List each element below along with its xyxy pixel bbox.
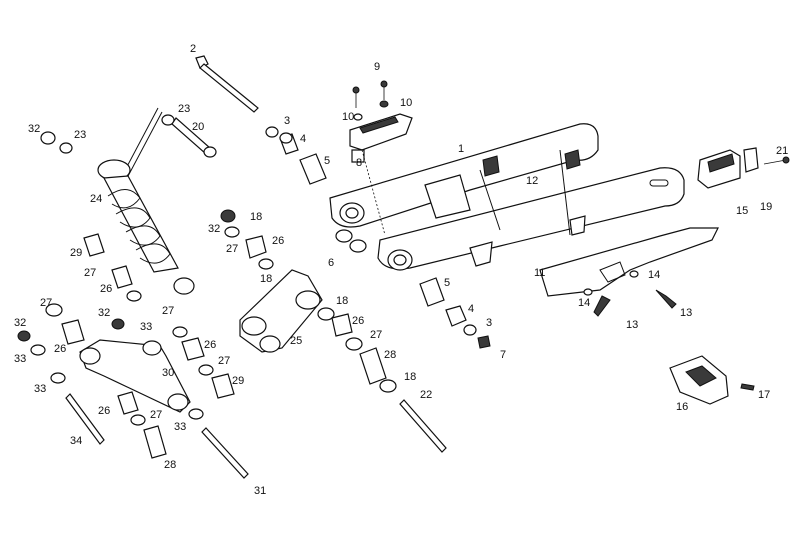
callout-10: 10: [400, 97, 412, 109]
chain-guide-block: [349, 80, 413, 236]
linkage-upper-bushings: [220, 209, 447, 453]
callout-32: 32: [28, 123, 40, 135]
callout-33: 33: [14, 353, 26, 365]
callout-34: 34: [70, 435, 82, 447]
callout-17: 17: [758, 389, 770, 401]
callout-27: 27: [226, 243, 238, 255]
pivot-bolt: [195, 55, 259, 113]
callout-28: 28: [164, 459, 176, 471]
callout-6: 6: [328, 257, 334, 269]
callout-32: 32: [98, 307, 110, 319]
callout-12: 12: [526, 175, 538, 187]
chain-slider-lower: [669, 355, 755, 405]
callout-22: 22: [420, 389, 432, 401]
callout-26: 26: [100, 283, 112, 295]
chain-guard-fasteners: [583, 270, 677, 317]
callout-1: 1: [458, 143, 464, 155]
linkage-rocker: [239, 269, 323, 353]
callout-7: 7: [500, 349, 506, 361]
chain-slider: [697, 147, 790, 189]
callout-23: 23: [74, 129, 86, 141]
callout-23: 23: [178, 103, 190, 115]
callout-20: 20: [192, 121, 204, 133]
pivot-washers: [335, 229, 367, 253]
callout-15: 15: [736, 205, 748, 217]
callout-18: 18: [336, 295, 348, 307]
callout-18: 18: [250, 211, 262, 223]
bushings-lower: [419, 277, 491, 349]
callout-29: 29: [232, 375, 244, 387]
callout-18: 18: [404, 371, 416, 383]
shock-absorber: [40, 107, 217, 295]
callout-24: 24: [90, 193, 102, 205]
callout-19: 19: [760, 201, 772, 213]
callout-27: 27: [40, 297, 52, 309]
bushings-upper: [265, 126, 327, 185]
swingarm: [329, 123, 685, 271]
callout-3: 3: [284, 115, 290, 127]
callout-25: 25: [290, 335, 302, 347]
callout-31: 31: [254, 485, 266, 497]
callout-33: 33: [34, 383, 46, 395]
callout-27: 27: [150, 409, 162, 421]
callout-5: 5: [324, 155, 330, 167]
callout-10: 10: [342, 111, 354, 123]
callout-18: 18: [260, 273, 272, 285]
callout-33: 33: [140, 321, 152, 333]
callout-27: 27: [218, 355, 230, 367]
callout-4: 4: [300, 133, 306, 145]
callout-3: 3: [486, 317, 492, 329]
callout-26: 26: [272, 235, 284, 247]
callout-32: 32: [208, 223, 220, 235]
callout-27: 27: [370, 329, 382, 341]
callout-26: 26: [54, 343, 66, 355]
callout-14: 14: [648, 269, 660, 281]
linkage-bar: [79, 339, 191, 413]
callout-11: 11: [534, 267, 545, 279]
callout-26: 26: [204, 339, 216, 351]
callout-9: 9: [374, 61, 380, 73]
callout-5: 5: [444, 277, 450, 289]
callout-13: 13: [680, 307, 692, 319]
callout-8: 8: [356, 157, 362, 169]
callout-28: 28: [384, 349, 396, 361]
callout-21: 21: [776, 145, 788, 157]
callout-4: 4: [468, 303, 474, 315]
callout-30: 30: [162, 367, 174, 379]
callout-26: 26: [352, 315, 364, 327]
callout-16: 16: [676, 401, 688, 413]
callout-33: 33: [174, 421, 186, 433]
callout-13: 13: [626, 319, 638, 331]
chain-guard: [539, 227, 719, 297]
callout-29: 29: [70, 247, 82, 259]
callout-27: 27: [84, 267, 96, 279]
callout-27: 27: [162, 305, 174, 317]
callout-32: 32: [14, 317, 26, 329]
swingarm-pads: [482, 149, 581, 177]
callout-2: 2: [190, 43, 196, 55]
callout-labels: 1233445567891010111213131414151617181818…: [14, 43, 788, 497]
callout-14: 14: [578, 297, 590, 309]
lower-left-bushings: [17, 233, 249, 479]
callout-26: 26: [98, 405, 110, 417]
